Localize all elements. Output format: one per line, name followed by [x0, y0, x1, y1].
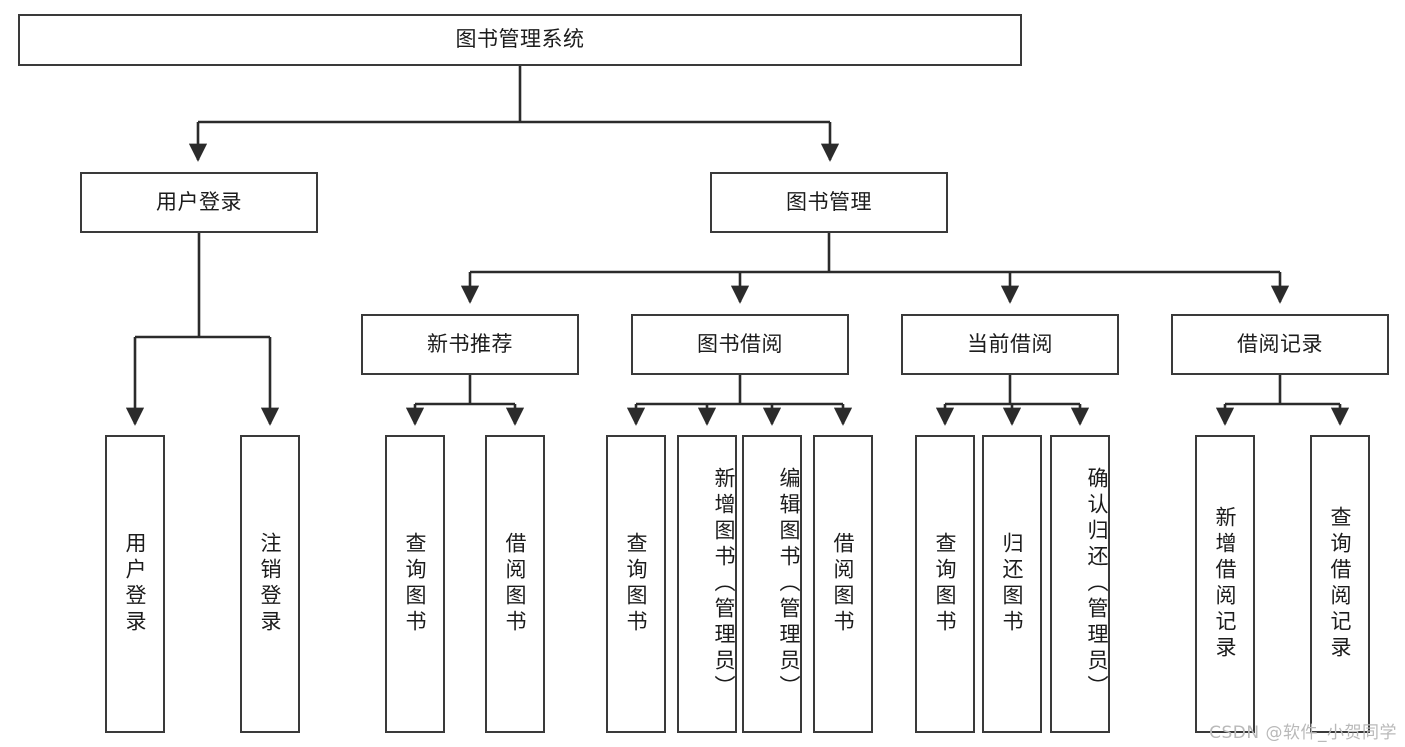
node-leaf-query-books-recommend[interactable]: 查询图书	[385, 435, 445, 733]
node-leaf-query-books-current[interactable]: 查询图书	[915, 435, 975, 733]
node-leaf-borrow-book[interactable]: 借阅图书	[813, 435, 873, 733]
node-leaf-edit-book-admin[interactable]: 编辑图书（管理员）	[742, 435, 802, 733]
node-leaf-borrow-books-recommend[interactable]: 借阅图书	[485, 435, 545, 733]
node-leaf-query-books-borrow[interactable]: 查询图书	[606, 435, 666, 733]
node-leaf-return-book[interactable]: 归还图书	[982, 435, 1042, 733]
node-leaf-confirm-return-admin[interactable]: 确认归还（管理员）	[1050, 435, 1110, 733]
node-level3-book-borrow[interactable]: 图书借阅	[631, 314, 849, 375]
node-level3-current-borrow[interactable]: 当前借阅	[901, 314, 1119, 375]
node-leaf-user-login[interactable]: 用户登录	[105, 435, 165, 733]
watermark-label: CSDN @软件_小贺同学	[1209, 723, 1397, 743]
node-level2-user-login[interactable]: 用户登录	[80, 172, 318, 233]
node-level3-borrow-records[interactable]: 借阅记录	[1171, 314, 1389, 375]
node-level3-new-book-recommend[interactable]: 新书推荐	[361, 314, 579, 375]
node-root[interactable]: 图书管理系统	[18, 14, 1022, 66]
node-leaf-query-borrow-record[interactable]: 查询借阅记录	[1310, 435, 1370, 733]
node-leaf-add-book-admin[interactable]: 新增图书（管理员）	[677, 435, 737, 733]
node-leaf-add-borrow-record[interactable]: 新增借阅记录	[1195, 435, 1255, 733]
node-level2-book-management[interactable]: 图书管理	[710, 172, 948, 233]
node-leaf-user-logout[interactable]: 注销登录	[240, 435, 300, 733]
